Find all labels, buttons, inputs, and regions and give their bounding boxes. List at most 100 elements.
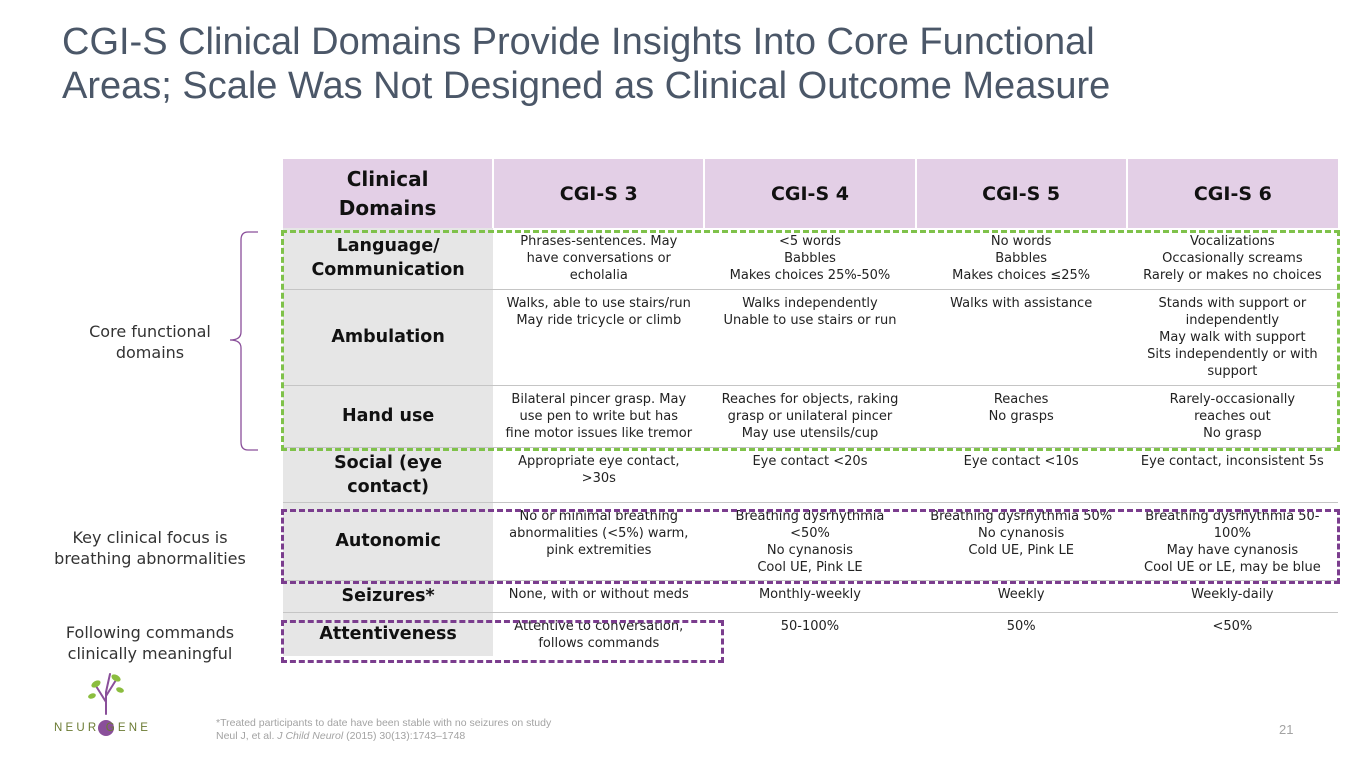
cgi-s-5-cell-ambulation: Walks with assistance [915,289,1127,386]
cell-text-line: Babbles [784,251,836,266]
cell-text-line: None, with or without meds [508,586,689,602]
cgi-s-4-cell-seizures: Monthly-weekly [704,580,916,613]
cell-text-line: support [1207,363,1258,379]
reference-details: (2015) 30(13):1743–1748 [343,730,466,742]
cell-text-line: Occasionally screams [1162,251,1303,266]
cell-text-line: abnormalities (<5%) warm, [509,525,689,541]
cell-text-line: May walk with support [1159,329,1306,345]
header-clinical-domains-line-1: Clinical [346,166,429,191]
cgi-s-3-cell-language-communication: Phrases-sentences. May have conversations… [493,228,705,290]
neurogene-logo-icon [88,673,124,736]
cell-text-line: have conversations or [526,251,671,266]
domain-label-line: Communication [311,260,465,281]
cell-text-line: >30s [581,470,616,486]
cell-text-line: grasp or unilateral pincer [727,408,893,424]
domain-label-line: Autonomic [335,531,441,551]
key-label-line-2: breathing abnormalities [54,549,246,568]
cell-text-line: Walks, able to use stairs/run [506,295,691,311]
cell-text-line: No grasp [1203,425,1262,441]
cell-text-line: No cynanosis [978,525,1065,541]
domain-label-line: Hand use [341,406,435,426]
domain-label-line: Social (eye [334,452,443,473]
cgi-s-4-cell-attentiveness: 50-100% [704,612,915,656]
reference-journal: J Child Neurol [277,730,344,742]
header-cgi-s-4: CGI-S 4 [703,159,916,228]
cell-text-line: Eye contact <20s [752,453,868,469]
cell-text-line: Sits independently or with [1147,346,1318,362]
cell-text-line: use pen to write but has [519,408,679,424]
footnote-reference: Neul J, et al. J Child Neurol (2015) 30(… [216,730,551,743]
cell-text-line: <50% [790,525,830,541]
following-label-line-2: clinically meaningful [67,644,233,663]
domain-label-line: Ambulation [331,327,445,347]
cell-text-line: fine motor issues like tremor [505,425,693,441]
cell-text-line: <50% [1212,618,1253,634]
cell-text-line: Reaches for objects, raking [721,391,899,407]
cell-text-line: No or minimal breathing [519,508,679,524]
cell-text-line: Eye contact, inconsistent 5s [1140,453,1324,469]
domain-cell-ambulation: Ambulation [283,289,494,386]
cell-text-line: Attentive to conversation, [514,618,684,634]
cell-text-line: 50-100% [780,618,840,634]
page-number: 21 [1279,722,1294,737]
following-label-line-1: Following commands [65,623,235,642]
table-header-row: Clinical Domains CGI-S 3 CGI-S 4 CGI-S 5… [283,159,1338,228]
core-functional-domains-label: Core functional domains [60,321,240,363]
cell-text-line: Bilateral pincer grasp. May [511,391,687,407]
cell-text-line: Makes choices ≤25% [952,268,1091,283]
cell-text-line: Walks with assistance [950,295,1093,311]
cgi-s-4-cell-social-eye-contact: Eye contact <20s [704,447,916,503]
header-clinical-domains: Clinical Domains [283,159,494,228]
header-cgi-s-6: CGI-S 6 [1125,159,1338,228]
cell-text-line: 50% [1006,618,1036,634]
cell-text-line: Breathing dysrhythmia [735,508,885,524]
reference-authors: Neul J, et al. [216,730,278,742]
cell-text-line: independently [1185,312,1280,328]
cell-text-line: Babbles [995,251,1048,266]
cell-text-line: Breathing dysrhythmia 50% [930,508,1113,524]
cell-text-line: reaches out [1194,408,1271,424]
cell-text-line: Phrases-sentences. May [520,234,678,249]
cell-text-line: May have cynanosis [1166,542,1299,558]
cgi-s-5-cell-social-eye-contact: Eye contact <10s [915,447,1127,503]
slide-title-line-2: Areas; Scale Was Not Designed as Clinica… [62,65,1111,107]
footnote-line-1: *Treated participants to date have been … [216,717,552,729]
domain-label-line: contact) [347,476,429,497]
cgi-s-table: Clinical Domains CGI-S 3 CGI-S 4 CGI-S 5… [283,159,1338,656]
cell-text-line: Vocalizations [1190,234,1275,249]
cell-text-line: Weekly-daily [1191,586,1274,602]
cell-text-line: Cool UE, Pink LE [757,559,863,575]
slide-title-line-1: CGI-S Clinical Domains Provide Insights … [62,21,1095,63]
core-domains-bracket [229,231,258,451]
cgi-s-5-cell-attentiveness: 50% [916,612,1127,656]
cell-text-line: May ride tricycle or climb [516,312,682,328]
cgi-s-3-cell-attentiveness: Attentive to conversation,follows comman… [493,612,704,656]
cgi-s-5-cell-seizures: Weekly [915,580,1127,613]
cell-text-line: Cold UE, Pink LE [968,542,1074,558]
domain-cell-attentiveness: Attentiveness [283,612,494,656]
cell-text-line: Monthly-weekly [758,586,861,602]
cell-text-line: follows commands [538,635,660,651]
cgi-s-6-cell-seizures: Weekly-daily [1126,580,1338,613]
domain-cell-seizures: Seizures* [283,580,494,613]
cell-text-line: No grasps [988,408,1054,424]
cell-text-line: Eye contact <10s [963,453,1079,469]
footnote: *Treated participants to date have been … [216,717,551,743]
cell-text-line: Makes choices 25%-50% [729,268,891,283]
